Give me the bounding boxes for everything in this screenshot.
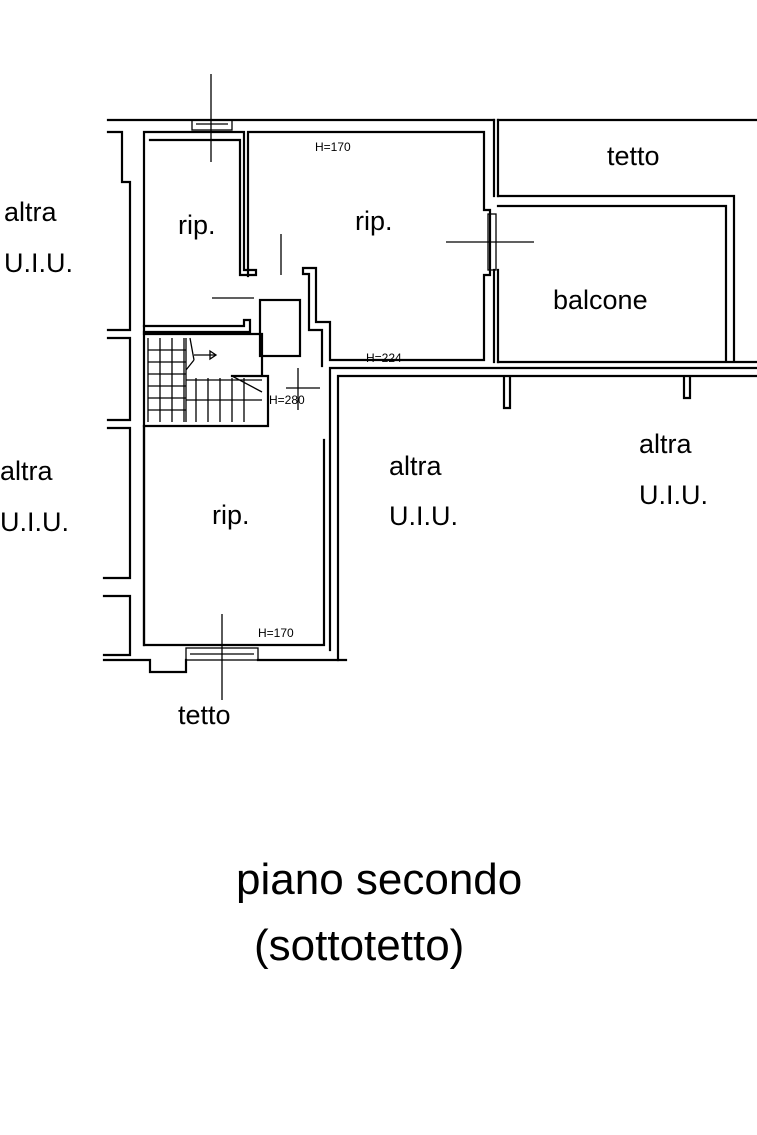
roof-bottom-label: tetto <box>178 700 231 730</box>
room-rip-bottom: rip. <box>212 500 250 530</box>
stair-walls <box>142 332 270 428</box>
balcone-walls <box>496 194 757 364</box>
rip-bottom-walls <box>102 424 348 674</box>
height-bottom: H=170 <box>258 626 294 640</box>
neighbor-center-line1: altra <box>389 451 443 481</box>
stair-treads <box>147 337 263 422</box>
room-balcone: balcone <box>553 285 648 315</box>
height-mid: H=224 <box>366 351 402 365</box>
neighbor-center-line2: U.I.U. <box>389 501 458 531</box>
chimney-block <box>258 298 302 358</box>
rip-center-walls <box>246 130 492 368</box>
plan-title: piano secondo <box>236 855 522 904</box>
neighbor-left-top-line2: U.I.U. <box>4 248 73 278</box>
staircase <box>147 337 263 422</box>
left-outer-wall <box>102 130 132 657</box>
rip-top-left-walls <box>142 130 258 647</box>
stair-arrow-icon <box>194 349 218 361</box>
neighbor-right-line1: altra <box>639 429 693 459</box>
room-rip-top-left: rip. <box>178 210 216 240</box>
plan-subtitle: (sottotetto) <box>254 921 464 970</box>
landing-wall <box>142 318 252 334</box>
height-stair: H=280 <box>269 393 305 407</box>
neighbor-left-mid-line1: altra <box>0 456 54 486</box>
walls <box>102 118 757 674</box>
corridor-wall <box>328 366 757 662</box>
height-top: H=170 <box>315 140 351 154</box>
neighbor-left-mid-line2: U.I.U. <box>0 507 69 537</box>
windows <box>185 74 534 700</box>
window-top <box>191 119 233 131</box>
roof-top-label: tetto <box>607 141 660 171</box>
neighbor-left-top-line1: altra <box>4 197 58 227</box>
rip-center-right-wall <box>492 118 500 364</box>
neighbor-right-line2: U.I.U. <box>639 480 708 510</box>
room-rip-center: rip. <box>355 206 393 236</box>
